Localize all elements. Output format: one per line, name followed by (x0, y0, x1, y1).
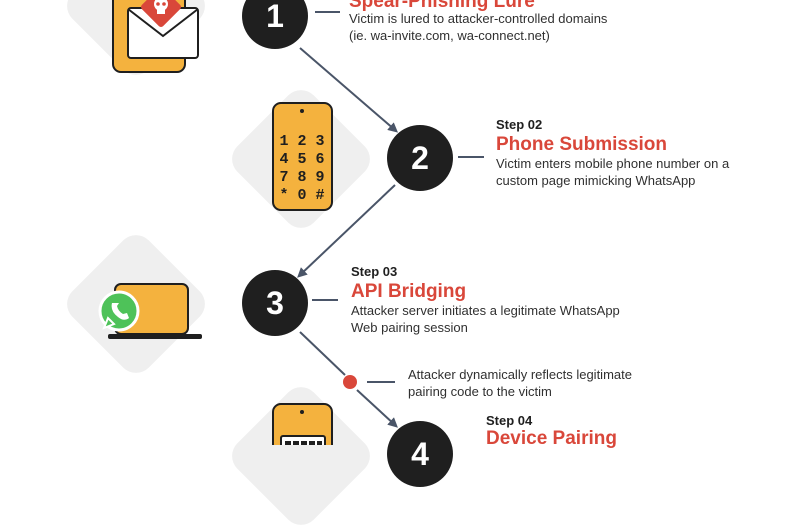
keypad-row-2: 4 5 6 (279, 151, 324, 168)
step-2-description: Victim enters mobile phone number on a c… (496, 156, 730, 188)
step-4-number: 4 (387, 421, 453, 487)
step-4-title: Device Pairing (486, 428, 617, 449)
reflection-dot (343, 375, 357, 389)
step-3-label: Step 03 (351, 264, 398, 279)
arrow-step-2-to-3 (297, 184, 396, 278)
arrow-note-to-step-4 (356, 389, 398, 428)
phone-keypad-icon: 1 2 3 4 5 6 7 8 9 * 0 # (272, 102, 333, 211)
step-1-description: Victim is lured to attacker-controlled d… (349, 11, 608, 43)
arrow-step-3-to-note (299, 331, 346, 376)
step-2-label: Step 02 (496, 117, 543, 132)
step-4-label: Step 04 (486, 413, 533, 428)
phone-code-icon (272, 403, 333, 445)
flow-connectors (297, 11, 484, 428)
reflection-note: Attacker dynamically reflects legitimate… (408, 367, 632, 399)
laptop-whatsapp-icon (98, 283, 202, 339)
step-3-title: API Bridging (351, 281, 467, 302)
email-skull-icon (112, 0, 199, 73)
step-2-title: Phone Submission (496, 134, 668, 155)
arrow-step-1-to-2 (299, 47, 399, 133)
keypad-row-3: 7 8 9 (279, 169, 324, 186)
step-2-number: 2 (387, 125, 453, 191)
step-1-title: Spear-Phishing Lure (349, 0, 535, 12)
step-3-description: Attacker server initiates a legitimate W… (351, 303, 620, 335)
keypad-row-1: 1 2 3 (279, 133, 324, 150)
step-3-number: 3 (242, 270, 308, 336)
keypad-row-4: * 0 # (279, 187, 324, 204)
